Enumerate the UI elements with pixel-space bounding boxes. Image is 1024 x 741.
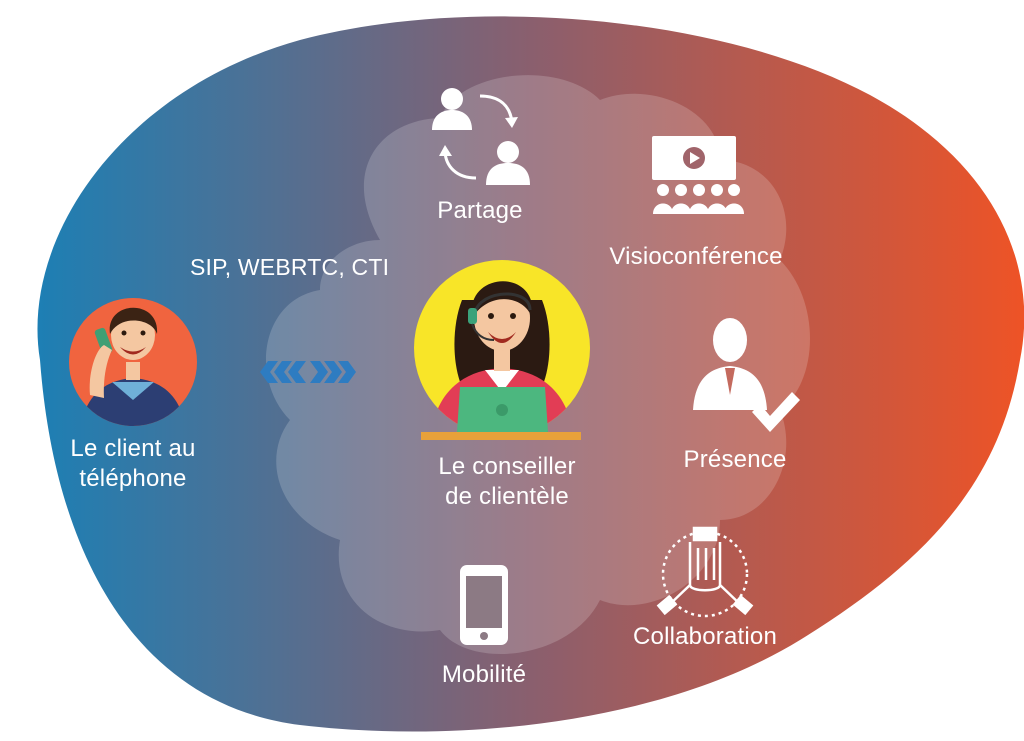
feature-label-mobility: Mobilité xyxy=(441,661,527,688)
presence-user-check-icon xyxy=(693,318,800,432)
client-label-line2: téléphone xyxy=(79,465,187,492)
bidirectional-arrows-icon xyxy=(260,361,356,383)
client-label-line1: Le client au xyxy=(70,435,196,462)
feature-label-collaboration: Collaboration xyxy=(632,623,778,650)
advisor-label-line1: Le conseiller xyxy=(438,453,576,480)
feature-label-sharing: Partage xyxy=(437,197,523,224)
advisor-label-line2: de clientèle xyxy=(445,483,569,510)
smartphone-icon xyxy=(460,565,508,645)
video-conference-icon xyxy=(652,136,744,214)
client-label: Le client au téléphone xyxy=(58,434,208,494)
feature-label-presence: Présence xyxy=(683,446,787,473)
sharing-exchange-icon xyxy=(432,88,530,185)
customer-on-phone-icon xyxy=(69,298,197,426)
protocol-label: SIP, WEBRTC, CTI xyxy=(190,254,390,280)
customer-advisor-headset-icon xyxy=(414,260,590,440)
collaboration-hands-icon xyxy=(656,526,754,618)
advisor-label: Le conseiller de clientèle xyxy=(420,452,594,512)
feature-label-video: Visioconférence xyxy=(609,243,783,270)
